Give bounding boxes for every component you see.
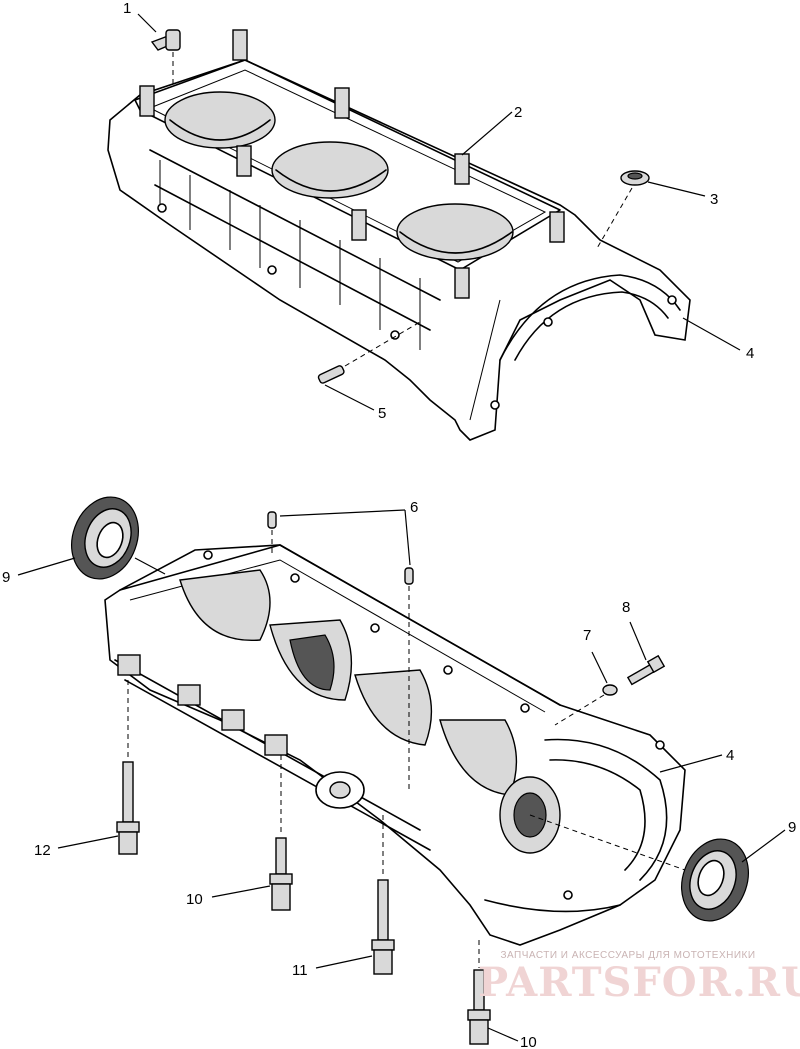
callout-4-upper: 4: [746, 345, 754, 362]
pin-part-5: [317, 365, 345, 384]
callout-6: 6: [410, 499, 418, 516]
fitting-part-1: [150, 29, 181, 51]
callout-3: 3: [710, 191, 718, 208]
upper-crankcase: [107, 29, 691, 441]
oil-seal-part-9-right: [681, 838, 749, 922]
bolt-part-10-right: [467, 969, 491, 1045]
bolt-part-10-left: [269, 837, 293, 911]
bolt-part-12: [116, 761, 140, 855]
callout-5: 5: [378, 405, 386, 422]
callout-12: 12: [34, 842, 51, 859]
lower-crankcase: [104, 544, 686, 946]
watermark-brand: PARTSFOR.RU: [478, 959, 800, 1006]
watermark-tagline: ЗАПЧАСТИ И АКСЕССУАРЫ ДЛЯ МОТОТЕХНИКИ: [500, 950, 756, 961]
callout-7: 7: [583, 627, 591, 644]
washer-part-7: [602, 684, 618, 696]
bolt-part-8: [626, 654, 666, 686]
callout-8: 8: [622, 599, 630, 616]
callout-9-left: 9: [2, 569, 10, 586]
bolt-part-11: [371, 879, 395, 975]
dowel-pin-part-6: [267, 511, 414, 585]
callout-9-right: 9: [788, 819, 796, 836]
callout-10-right: 10: [520, 1034, 537, 1049]
oil-seal-part-9-left: [71, 496, 139, 580]
callout-11: 11: [292, 962, 308, 979]
plug-part-3: [620, 170, 650, 186]
callout-4-lower: 4: [726, 747, 734, 764]
callout-10-left: 10: [186, 891, 203, 908]
callout-1: 1: [123, 0, 131, 17]
watermark: ЗАПЧАСТИ И АКСЕССУАРЫ ДЛЯ МОТОТЕХНИКИ PA…: [478, 950, 800, 1006]
cylinder-stud: [139, 29, 565, 299]
callout-2: 2: [514, 104, 522, 121]
